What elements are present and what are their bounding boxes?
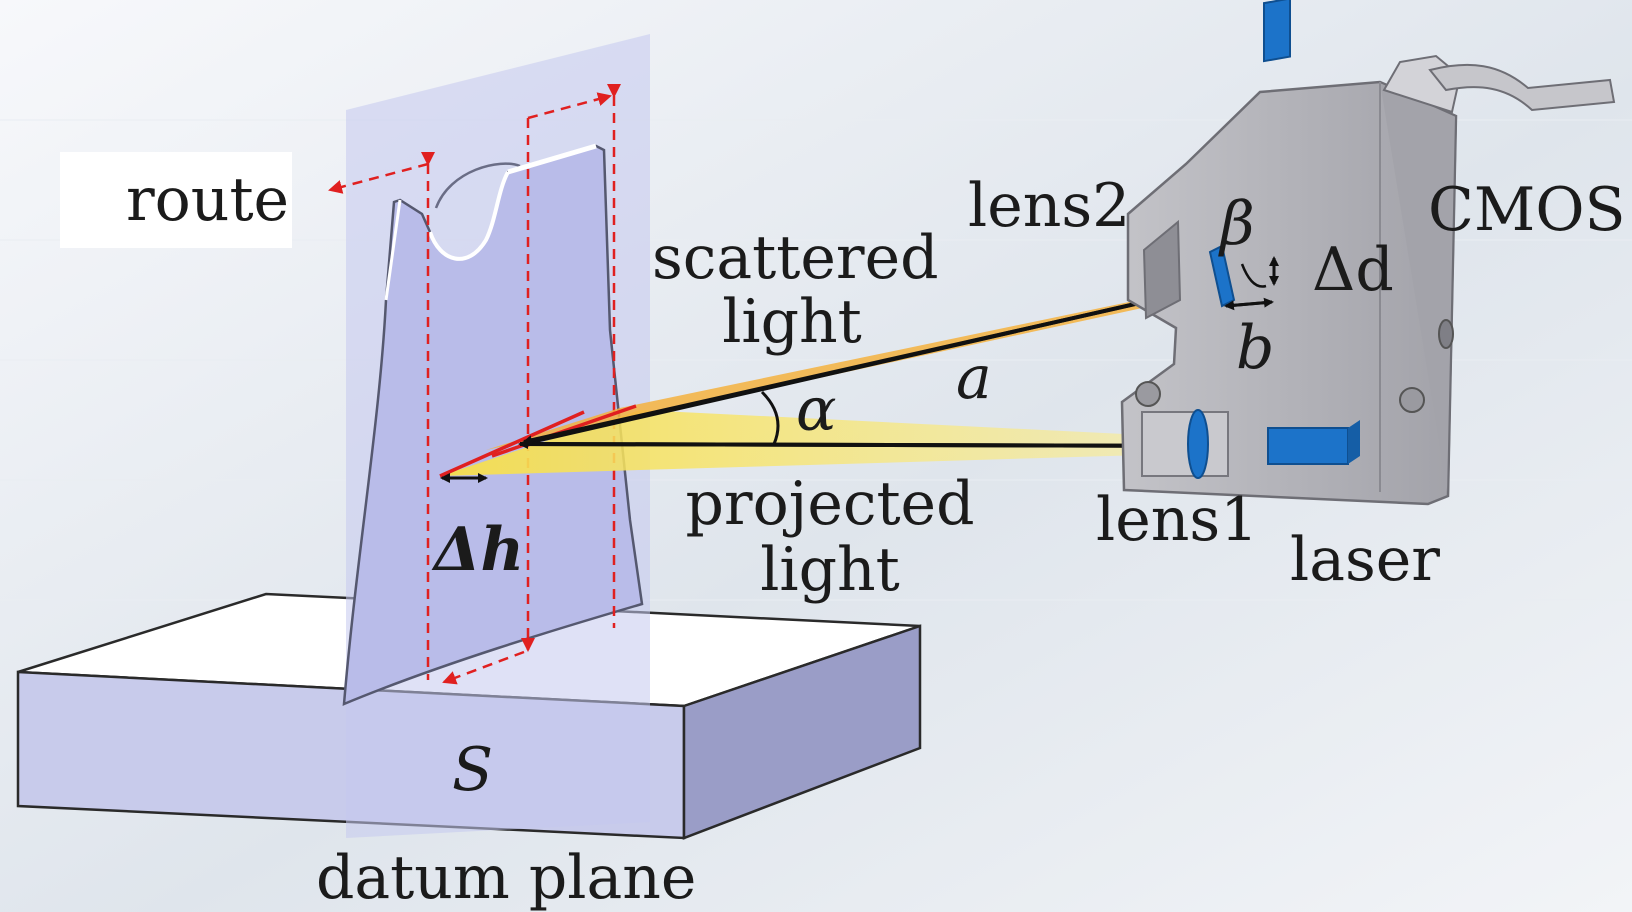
cmos-label: CMOS (1428, 175, 1626, 245)
beta-angle-arc (1240, 263, 1267, 288)
lens2-label: lens2 (968, 171, 1131, 241)
route-arrow-right (527, 92, 612, 120)
lens1-icon (1187, 409, 1209, 479)
s-label: S (452, 735, 494, 805)
delta-d-label: Δd (1312, 235, 1394, 305)
mount-hole-left (1135, 381, 1161, 407)
route-lines (328, 84, 621, 685)
scattered-light-label-line2: light (722, 287, 862, 357)
b-dimension-arrow (1224, 297, 1274, 311)
projected-light-label-line2: light (760, 535, 900, 605)
b-label: b (1236, 313, 1275, 383)
alpha-angle-arc (760, 390, 780, 445)
optics (1187, 0, 1360, 479)
laser-icon (1267, 427, 1349, 465)
projected-light-label-line1: projected (685, 469, 975, 539)
scattered-light-label-line1: scattered (652, 223, 939, 293)
route-arrow-bottom (442, 650, 525, 685)
laser-label: laser (1290, 525, 1440, 595)
base-side-face (682, 624, 922, 840)
sensor-housing (1120, 54, 1616, 506)
laser-icon-side (1348, 420, 1360, 464)
beta-label: β (1220, 189, 1255, 259)
delta-h-label: Δh (434, 515, 525, 585)
datum-plane-label: datum plane (316, 843, 697, 912)
alpha-label: α (796, 375, 837, 445)
route-label-box (60, 152, 292, 248)
lens1-label: lens1 (1096, 485, 1259, 555)
lens2-icon (1208, 244, 1236, 308)
cmos-icon (1263, 0, 1291, 63)
side-hole (1438, 319, 1454, 349)
mount-hole-right (1399, 387, 1425, 413)
blade-workpiece (342, 143, 644, 706)
cable (1428, 63, 1616, 112)
scattered-arrow-back (522, 292, 1181, 446)
route-label: route (126, 165, 290, 235)
a-label: a (956, 343, 992, 413)
